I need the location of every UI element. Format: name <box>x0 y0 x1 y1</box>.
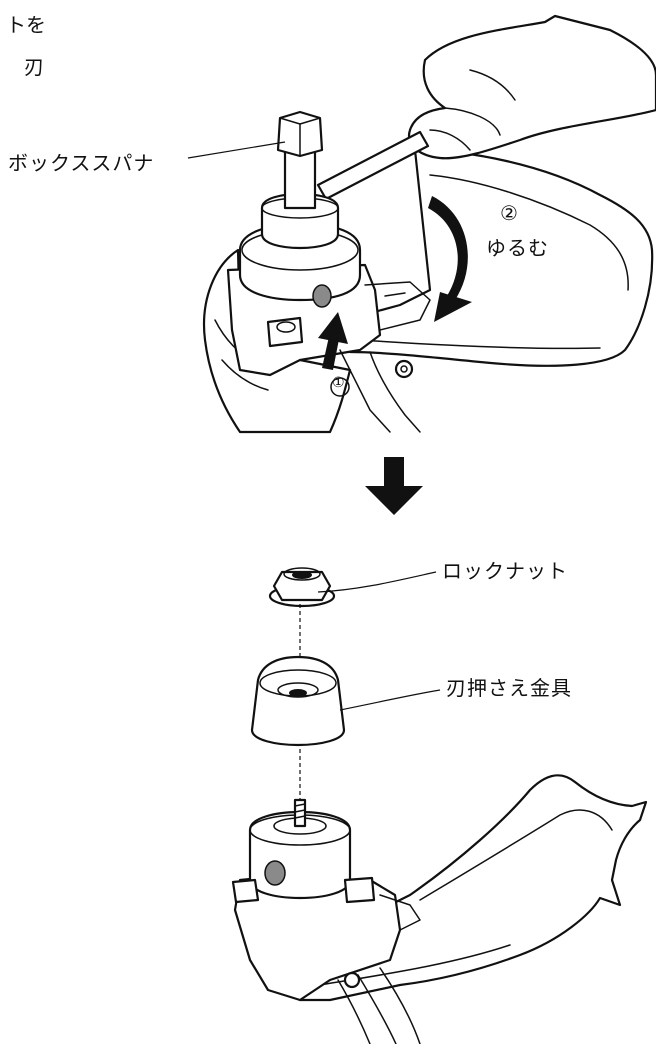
blade-holder-leader-line <box>339 689 441 711</box>
step-one-label: ① <box>332 375 345 391</box>
lock-nut-leader-line <box>317 571 437 593</box>
step-one-circle <box>330 377 350 397</box>
trimmer-guard-top <box>343 148 654 367</box>
loosen-curved-arrow-icon <box>428 196 472 322</box>
down-arrow-icon <box>365 457 423 515</box>
spanner-handle <box>316 130 430 201</box>
box-spanner <box>260 110 340 250</box>
press-up-arrow-icon <box>318 312 348 370</box>
blade-holder-label: 刃押さえ金具 <box>446 676 572 700</box>
spanner-leader-line <box>187 141 286 159</box>
gear-housing-top <box>226 222 431 433</box>
step-two-label: ② <box>500 201 519 225</box>
loosen-label: ゆるむ <box>486 236 549 260</box>
cropped-instruction-line-2: 刃 <box>24 55 44 79</box>
box-spanner-label: ボックススパナ <box>8 151 155 175</box>
blade-holder <box>250 655 346 747</box>
lock-nut-label: ロックナット <box>442 559 568 583</box>
cropped-instruction-line-1: トを <box>6 13 46 37</box>
hand-top-right <box>407 14 656 160</box>
lock-nut <box>268 567 336 608</box>
gear-housing-bottom <box>231 798 421 1044</box>
